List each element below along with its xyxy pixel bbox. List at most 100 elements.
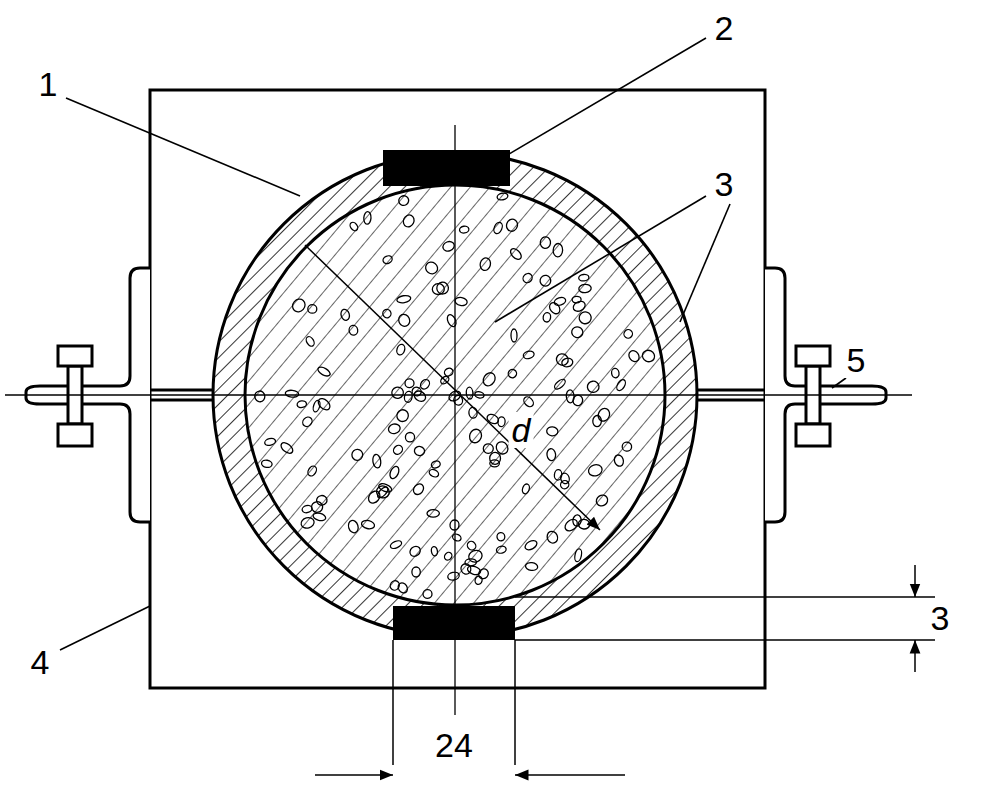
aggregate-pebble: [554, 352, 570, 368]
aggregate-pebble: [446, 313, 458, 328]
aggregate-pebble: [390, 386, 404, 400]
aggregate-pebble: [596, 407, 612, 424]
aggregate-pebble: [403, 391, 413, 403]
aggregate-pebble: [593, 415, 602, 427]
aggregate-pebble: [405, 432, 414, 442]
aggregate-pebble: [349, 221, 360, 232]
aggregate-pebble: [479, 257, 492, 272]
leader-lines: [60, 38, 846, 650]
aggregate-pebble: [427, 510, 440, 518]
aggregate-pebble: [524, 539, 539, 552]
aggregate-pebble: [316, 396, 332, 412]
dimension-lines: [315, 565, 935, 775]
aggregate-pebble: [363, 211, 371, 224]
aggregate-pebble: [468, 407, 477, 418]
top-pad: [383, 150, 510, 186]
aggregate-pebble: [405, 379, 414, 388]
aggregate-pebble: [290, 297, 308, 315]
aggregate-pebble: [306, 464, 318, 477]
aggregate-pebble: [285, 390, 299, 398]
dimension-label: 3: [928, 600, 953, 636]
aggregate-pebble: [396, 295, 411, 304]
aggregate-pebble: [559, 472, 570, 485]
aggregate-pebble: [546, 448, 556, 461]
aggregate-pebble: [311, 501, 324, 513]
aggregate-pebble: [301, 415, 314, 428]
aggregate-pebble: [316, 365, 331, 377]
aggregate-pebble: [574, 548, 583, 562]
aggregate-pebble: [454, 296, 468, 306]
aggregate-pebble: [511, 329, 517, 342]
aggregate-pebble: [366, 489, 382, 506]
aggregate-pebble: [622, 442, 633, 452]
aggregate-pebble: [388, 465, 400, 480]
aggregate-pebble: [481, 371, 498, 389]
dimension-symbol: d: [509, 412, 534, 448]
aggregate-pebble: [572, 299, 587, 313]
aggregate-pebble: [553, 296, 566, 307]
callout-number: 4: [28, 644, 53, 680]
aggregate-pebble: [570, 326, 584, 339]
aggregate-pebble: [474, 575, 483, 585]
aggregate-pebble: [300, 516, 315, 529]
aggregate-pebble: [397, 313, 412, 328]
aggregate-pebble: [443, 551, 453, 562]
aggregate-pebble: [553, 243, 563, 257]
aggregate-pebble: [401, 213, 415, 228]
aggregate-pebble: [442, 240, 456, 253]
diameter-line: [305, 245, 600, 530]
aggregate-pebble: [477, 567, 491, 581]
aggregate-pebble: [543, 312, 552, 322]
aggregate-pebble: [431, 546, 439, 556]
aggregate-pebble: [382, 254, 394, 264]
aggregate-pebble: [348, 325, 358, 336]
aggregate-pebble: [496, 545, 507, 554]
aggregate-pebble: [459, 562, 473, 576]
aggregate-pebble: [279, 441, 295, 456]
aggregate-pebble: [578, 274, 589, 281]
aggregate-pebble: [432, 283, 445, 295]
aggregate-pebble: [414, 445, 426, 456]
aggregate-pebble: [468, 427, 484, 444]
aggregate-pebble: [430, 460, 441, 469]
aggregate-pebble: [622, 328, 634, 340]
aggregate-pebble: [522, 395, 535, 409]
aggregate-pebble: [361, 519, 376, 530]
aggregate-pebble: [396, 581, 409, 595]
aggregate-pebble: [566, 390, 574, 403]
aggregate-pebble: [587, 463, 603, 478]
aggregate-pebble: [347, 519, 360, 534]
aggregate-pebble: [577, 310, 593, 326]
aggregate-pebble: [423, 589, 433, 598]
aggregate-pebble: [521, 483, 530, 495]
aggregate-pebble: [540, 236, 552, 249]
aggregate-pebble: [497, 192, 509, 201]
aggregate-pebble: [522, 350, 535, 360]
aggregate-pebble: [408, 544, 422, 558]
aggregate-pebble: [613, 454, 625, 468]
callout-number: 2: [712, 10, 737, 46]
dimension-label: 24: [432, 727, 476, 763]
aggregate-pebble: [397, 194, 410, 207]
aggregate-pebble: [525, 562, 538, 571]
aggregate-pebble: [423, 260, 440, 276]
aggregate-pebble: [467, 548, 484, 564]
callout-number: 3: [712, 166, 737, 202]
aggregate-pebble: [411, 482, 425, 497]
aggregate-pebble: [447, 571, 460, 581]
aggregate-pebble: [594, 493, 609, 508]
aggregate-pebble: [382, 308, 393, 319]
aggregate-pebble: [392, 443, 405, 456]
aggregate-pebble: [509, 247, 524, 262]
center-lines: [5, 125, 912, 715]
aggregate-pebble: [483, 444, 493, 454]
aggregate-pebble: [497, 417, 505, 427]
aggregate-pebble: [396, 343, 406, 356]
aggregate-pebble: [641, 348, 657, 363]
base-plate: [150, 90, 765, 688]
aggregate-pebble: [261, 459, 273, 468]
aggregate-pebble: [389, 539, 402, 550]
aggregate-pebble: [611, 368, 620, 378]
aggregate-pebble: [615, 378, 627, 392]
